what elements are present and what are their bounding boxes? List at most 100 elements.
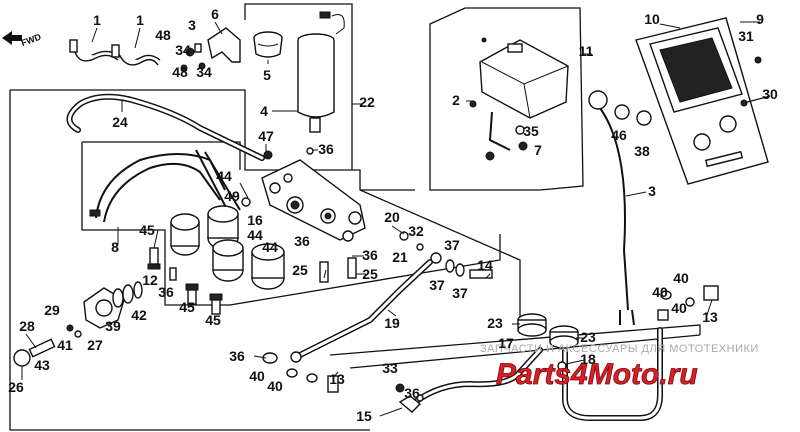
callout-33: 33 (382, 360, 398, 376)
watermark-caption: ЗАПЧАСТИ И АКСЕССУАРЫ ДЛЯ МОТОТЕХНИКИ (480, 343, 759, 355)
callout-41: 41 (57, 337, 73, 353)
callout-32: 32 (408, 223, 424, 239)
callout-26: 26 (8, 379, 24, 395)
callout-1: 1 (136, 12, 144, 28)
group-boundary-main (9, 89, 521, 431)
callout-34: 34 (175, 42, 191, 58)
callout-21: 21 (392, 249, 408, 265)
callout-15: 15 (356, 408, 372, 424)
callout-6: 6 (211, 6, 219, 22)
callout-14: 14 (477, 257, 493, 273)
wiring-harness (89, 149, 241, 223)
valve-block (261, 159, 366, 242)
sensor-cable (588, 90, 652, 326)
grommets-23 (517, 313, 579, 349)
reservoir-tank (297, 11, 345, 133)
fittings-40 (262, 352, 339, 393)
group-boundary-tank (244, 3, 362, 170)
callout-40: 40 (652, 284, 668, 300)
indicator-panel (635, 17, 771, 185)
callout-13: 13 (329, 371, 345, 387)
callout-36: 36 (318, 141, 334, 157)
control-unit (469, 37, 569, 161)
callout-27: 27 (87, 337, 103, 353)
hose-19 (290, 252, 442, 363)
callout-45: 45 (179, 299, 195, 315)
callout-25: 25 (362, 266, 378, 282)
solenoid-left (170, 213, 200, 256)
callout-36: 36 (229, 348, 245, 364)
callout-48: 48 (172, 64, 188, 80)
callout-8: 8 (111, 239, 119, 255)
callout-43: 43 (34, 357, 50, 373)
callout-48: 48 (155, 27, 171, 43)
callout-2: 2 (452, 92, 460, 108)
callout-44: 44 (262, 239, 278, 255)
callout-34: 34 (196, 64, 212, 80)
callout-44: 44 (247, 227, 263, 243)
group-boundary-control-unit (429, 7, 592, 191)
pressure-switch (83, 281, 143, 329)
callout-46: 46 (611, 127, 627, 143)
bracket (180, 27, 241, 72)
plug-26 (13, 324, 82, 367)
callout-31: 31 (738, 28, 754, 44)
solenoid-lower-left (212, 239, 244, 282)
callout-40: 40 (671, 300, 687, 316)
watermark-logo: Parts4Moto.ru (496, 358, 698, 391)
callout-11: 11 (579, 43, 594, 59)
callout-37: 37 (444, 237, 460, 253)
callout-18: 18 (580, 351, 596, 367)
callout-39: 39 (105, 318, 121, 334)
callout-22: 22 (359, 94, 375, 110)
callout-10: 10 (644, 11, 660, 27)
callout-47: 47 (258, 128, 274, 144)
callout-30: 30 (762, 86, 778, 102)
callout-9: 9 (756, 11, 764, 27)
callout-35: 35 (523, 123, 539, 139)
callout-24: 24 (112, 114, 128, 130)
callout-29: 29 (44, 302, 60, 318)
callout-45: 45 (139, 222, 155, 238)
callout-42: 42 (131, 307, 147, 323)
hose-15 (398, 347, 543, 413)
callout-23: 23 (487, 315, 503, 331)
hose-24 (66, 93, 265, 161)
callout-45: 45 (205, 312, 221, 328)
callout-16: 16 (247, 212, 263, 228)
reservoir-cap (253, 31, 283, 58)
callout-49: 49 (224, 188, 240, 204)
leader-lines (21, 21, 760, 417)
callout-38: 38 (634, 143, 650, 159)
callout-37: 37 (452, 285, 468, 301)
forward-arrow-icon: FWD (2, 31, 43, 48)
callout-40: 40 (267, 378, 283, 394)
fittings-right (657, 285, 719, 321)
callout-7: 7 (534, 142, 542, 158)
callout-19: 19 (384, 315, 400, 331)
small-parts-33-36 (395, 361, 567, 402)
callout-17: 17 (498, 335, 514, 351)
callout-44: 44 (216, 168, 232, 184)
callout-3: 3 (648, 183, 656, 199)
callout-40: 40 (673, 270, 689, 286)
group-boundary-valves (81, 141, 501, 306)
callout-36: 36 (294, 233, 310, 249)
group-boundary-lower (329, 324, 701, 369)
callout-1: 1 (93, 12, 101, 28)
callout-36: 36 (362, 247, 378, 263)
callout-36: 36 (158, 284, 174, 300)
callout-23: 23 (580, 329, 596, 345)
callout-12: 12 (142, 272, 158, 288)
direction-label: FWD (20, 32, 43, 49)
callout-36: 36 (404, 385, 420, 401)
rings-37 (445, 259, 493, 279)
callout-40: 40 (249, 368, 265, 384)
solenoid-lower-right (251, 243, 285, 290)
hose-18 (562, 327, 663, 421)
callout-5: 5 (263, 67, 271, 83)
clamp-right (111, 44, 161, 66)
callout-13: 13 (702, 309, 718, 325)
